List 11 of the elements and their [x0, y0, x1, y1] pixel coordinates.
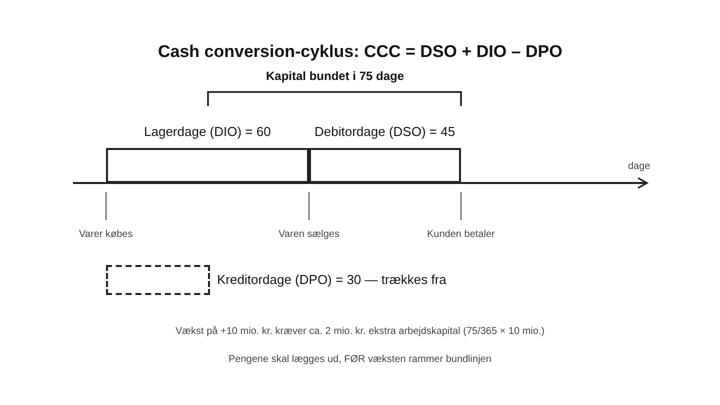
event-label: Varen sælges — [278, 229, 340, 240]
bracket-label: Kapital bundet i 75 dage — [266, 69, 404, 83]
note-text: Pengene skal lægges ud, FØR væksten rammer bundlinjen — [228, 354, 492, 365]
period-label: Kreditordage (DPO) = 30 — trækkes fra — [217, 272, 446, 287]
note-text: Vækst på +10 mio. kr. kræver ca. 2 mio. kr. ekstra arbejdskapital (75/365 × 10 mio.) — [176, 326, 545, 337]
period-label: Debitordage (DSO) = 45 — [314, 124, 456, 139]
event-label: Varer købes — [79, 229, 133, 240]
axis-label: dage — [628, 161, 650, 172]
period-label: Lagerdage (DIO) = 60 — [144, 124, 271, 139]
title: Cash conversion-cyklus: CCC = DSO + DIO – DPO — [158, 42, 562, 62]
event-label: Kunden betaler — [427, 229, 495, 240]
